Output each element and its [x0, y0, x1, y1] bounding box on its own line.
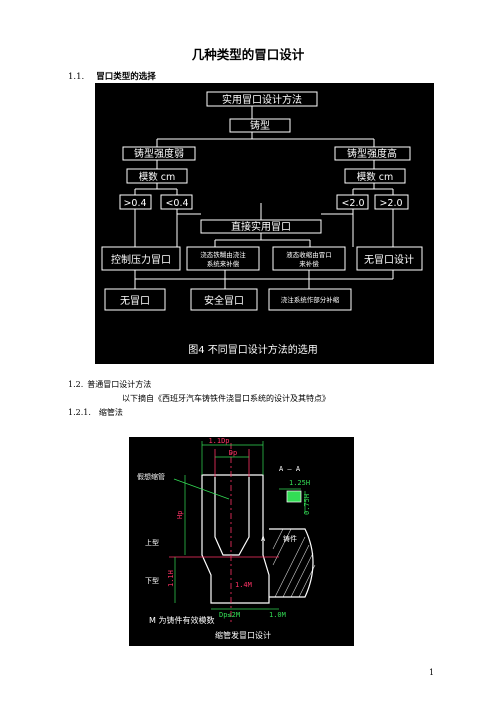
label-lt20: <2.0: [341, 198, 364, 209]
label-pour-c: 浇注系统作部分补缩: [281, 295, 340, 304]
label-virtual-pipe: 假想缩管: [137, 472, 165, 481]
label-gt04: >0.4: [123, 198, 146, 209]
section-heading-1-2: 1.2.普通冒口设计方法: [68, 379, 151, 390]
dim-dp: Dp: [229, 449, 237, 457]
section-dim-2: 0.75H: [303, 494, 311, 515]
box-lt20: [336, 194, 369, 210]
label-upper-mold: 上型: [145, 538, 159, 547]
box-modulus-left: [126, 168, 188, 184]
drawing-caption: 缩管发冒口设计: [215, 630, 271, 640]
dim-left: 1.1H: [167, 570, 175, 587]
box-gt20: [374, 194, 409, 210]
dim-top: 1.1Dp: [208, 437, 229, 445]
dim-hp: Hp: [176, 511, 184, 519]
box-gt04: [119, 194, 152, 210]
note-modulus: M 为铸件有效模数: [149, 615, 214, 625]
label-safe: 安全冒口: [204, 294, 244, 307]
riser-outline: [201, 474, 270, 604]
label-lower-mold: 下型: [145, 576, 159, 585]
label-pour-b-2: 来补偿: [299, 259, 319, 268]
box-pour-b: [272, 246, 346, 271]
figure-caption: 图4 不同冒口设计方法的选用: [188, 343, 318, 356]
dim-mid: 1.4M: [235, 581, 252, 589]
label-strong: 铸型强度高: [347, 147, 397, 160]
label-weak: 铸型强度弱: [134, 147, 184, 160]
label-pour-a-1: 浇态铁糊由浇注: [200, 250, 246, 259]
box-lt04: [160, 194, 193, 210]
label-modulus-left: 模数 cm: [139, 171, 176, 183]
excerpt-paragraph: 以下摘自《西班牙汽车铸铁件浇冒口系统的设计及其特点》: [122, 394, 330, 403]
section-heading-1-1: 1.1. 冒口类型的选择: [68, 70, 156, 82]
label-direct: 直接实用冒口: [231, 220, 291, 233]
box-strong: [334, 146, 411, 161]
box-modulus-right: [344, 168, 406, 184]
label-lt04: <0.4: [165, 198, 188, 209]
section-number: 1.2.: [68, 380, 84, 389]
box-no-riser: [104, 288, 166, 311]
drawing-svg: 1.1Dp Dp A — A 1.25H 0.75H 假想缩管 Hp 上型 下型…: [137, 437, 316, 640]
label-pour-a-2: 系统来补偿: [207, 259, 240, 268]
label-no-riser: 无冒口: [120, 295, 150, 307]
shrink-pipe-outline: [214, 477, 250, 556]
section-dim-1: 1.25H: [289, 479, 310, 487]
label-no-riser-right: 无冒口设计: [364, 253, 414, 266]
section-text: 普通冒口设计方法: [87, 380, 152, 389]
label-pour-b-1: 液态收缩由冒口: [286, 250, 332, 259]
section-heading-1-2-1: 1.2.1. 缩管法: [68, 407, 123, 418]
box-top: [206, 91, 318, 107]
label-casting: 铸件: [283, 534, 297, 543]
box-pressure: [101, 246, 181, 271]
label-gt20: >2.0: [379, 198, 402, 209]
document-title: 几种类型的冒口设计: [191, 47, 305, 62]
section-text: 缩管法: [98, 408, 123, 417]
label-top: 实用冒口设计方法: [222, 93, 302, 106]
shrink-pipe-drawing: 1.1Dp Dp A — A 1.25H 0.75H 假想缩管 Hp 上型 下型…: [129, 437, 354, 646]
dim-side: 1.0M: [269, 611, 286, 619]
box-no-riser-right: [356, 246, 423, 271]
label-section-a: A: [261, 535, 266, 543]
section-label: A — A: [279, 465, 301, 473]
page-number: 1: [429, 668, 435, 677]
box-weak: [122, 146, 196, 161]
box-direct: [200, 219, 322, 234]
casting-body: [269, 528, 314, 598]
dim-bottom: Dp≤2M: [219, 611, 240, 619]
box-pour-a: [186, 246, 260, 271]
box-pour-c: [268, 288, 352, 311]
section-text: 冒口类型的选择: [96, 72, 156, 82]
box-casting: [229, 118, 291, 133]
riser-method-flowchart: 实用冒口设计方法 铸型 铸型强度弱 铸型强度高 模数 cm 模数 cm >0.4…: [95, 83, 434, 364]
section-number: 1.1.: [68, 72, 85, 82]
label-casting: 铸型: [250, 119, 270, 132]
label-pressure: 控制压力冒口: [111, 253, 171, 266]
section-number: 1.2.1.: [68, 408, 91, 417]
flowchart-svg: 实用冒口设计方法 铸型 铸型强度弱 铸型强度高 模数 cm 模数 cm >0.4…: [101, 91, 423, 356]
label-modulus-right: 模数 cm: [357, 171, 394, 183]
box-safe: [190, 288, 258, 311]
section-detail: [286, 490, 302, 503]
